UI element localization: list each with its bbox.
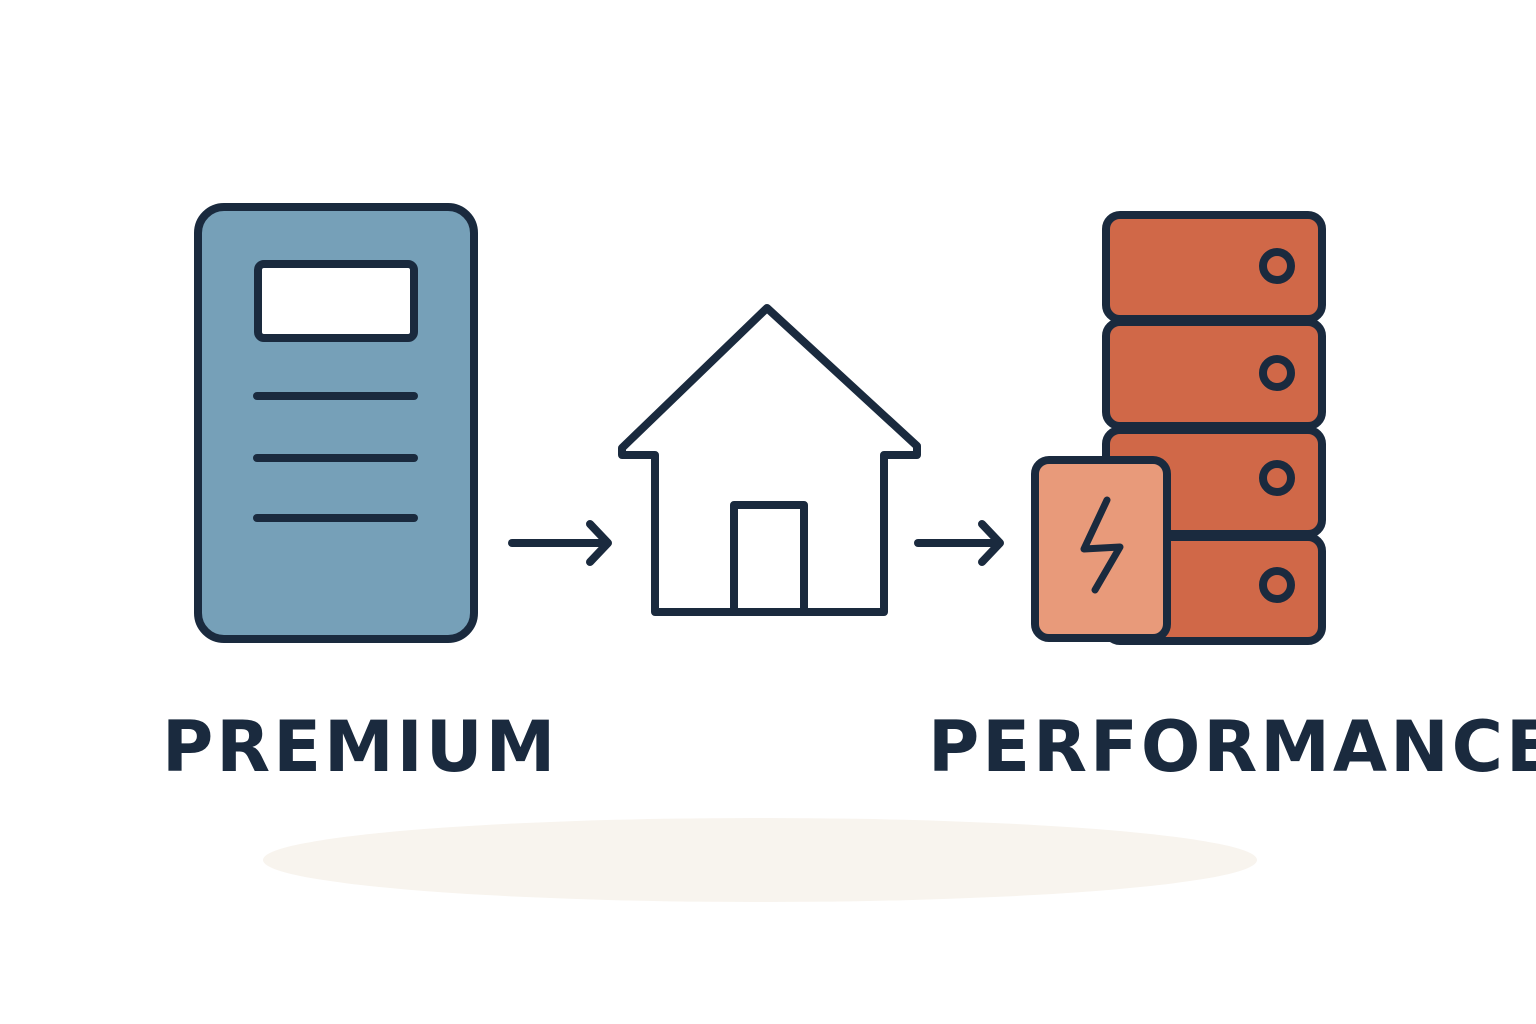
performance-label: PERFORMANCE [928, 706, 1536, 788]
server-led-icon [1259, 567, 1295, 603]
server-led-icon [1259, 460, 1295, 496]
premium-label: PREMIUM [162, 706, 559, 788]
document-panel-icon [194, 203, 478, 643]
ground-shadow [263, 818, 1257, 902]
house-icon [618, 304, 921, 616]
server-led-icon [1259, 355, 1295, 391]
lightning-bolt-icon [1080, 496, 1124, 594]
server-unit [1102, 211, 1326, 323]
house-door [730, 501, 808, 616]
arrow-right-icon [914, 520, 1004, 566]
server-unit [1102, 318, 1326, 430]
server-led-icon [1259, 248, 1295, 284]
power-badge [1031, 456, 1171, 642]
document-header-box [254, 260, 418, 342]
arrow-right-icon [508, 520, 612, 566]
